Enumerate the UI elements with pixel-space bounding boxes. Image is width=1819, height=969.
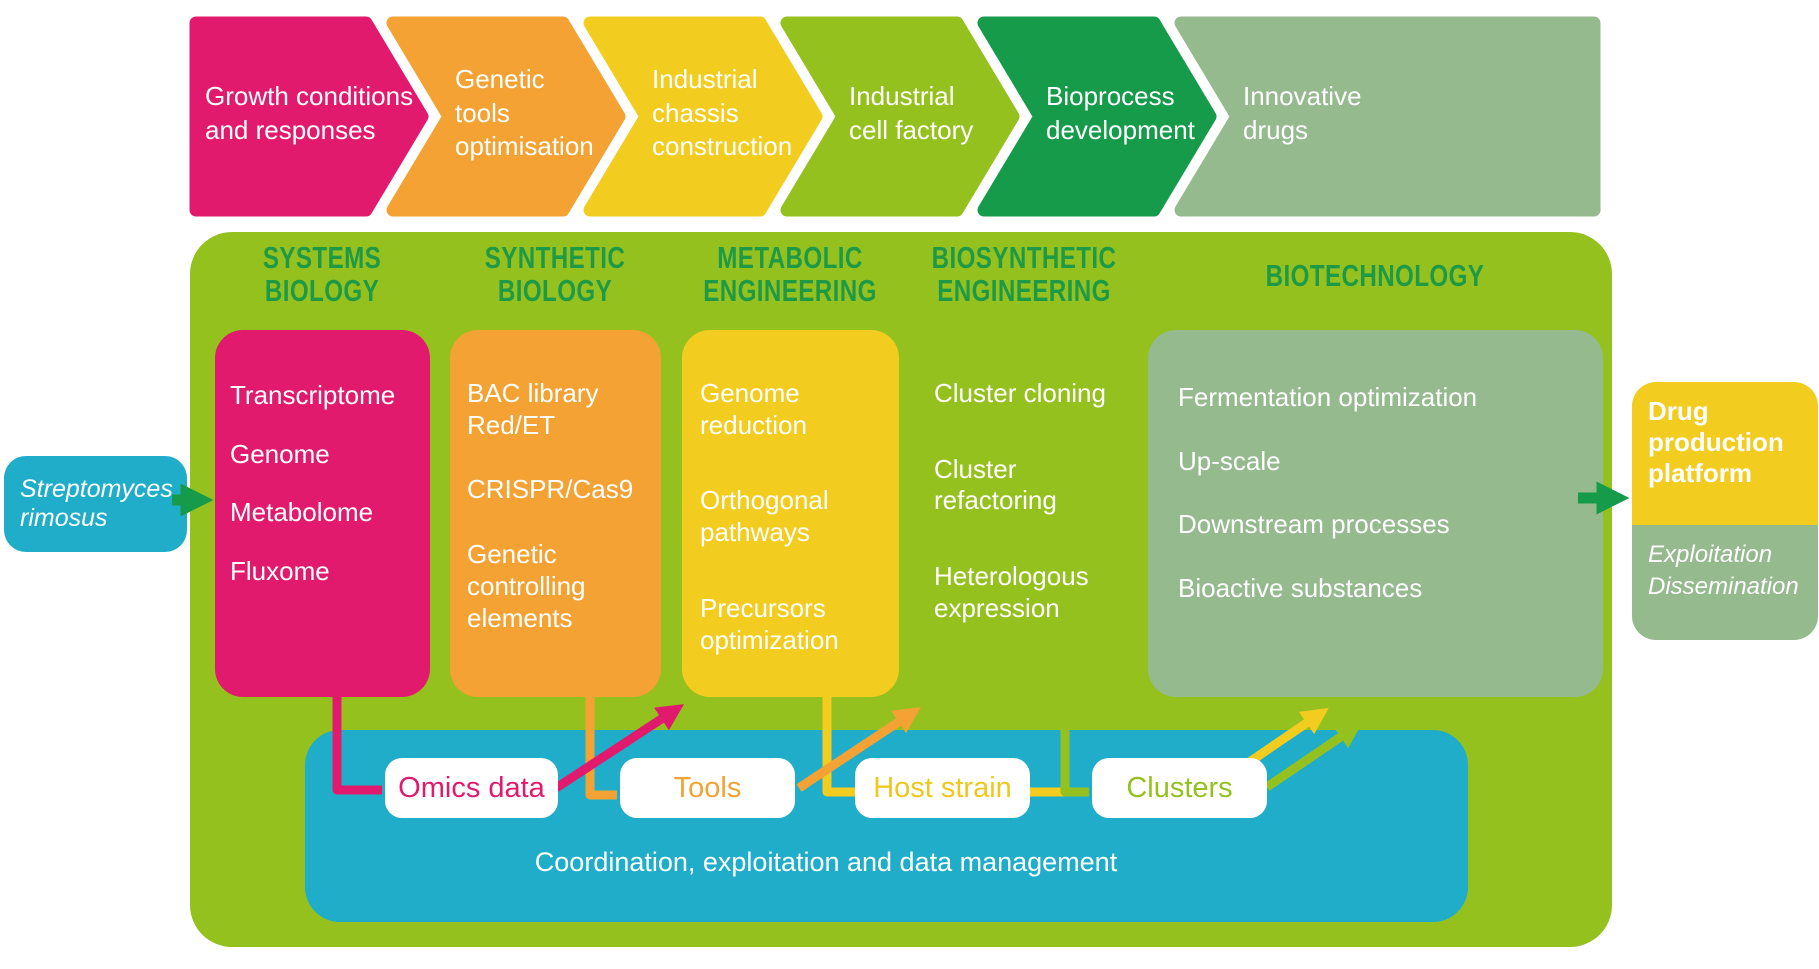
biosynthetic-engineering-list: Cluster cloning Cluster refactoring Hete… [934,378,1139,625]
input-organism-box: Streptomyces rimosus [4,456,187,552]
tools-pill: Tools [620,758,795,818]
list-item: Genetic controlling elements [467,539,586,633]
tools-label: Tools [673,771,742,804]
header-synthetic-biology: SYNTHETIC BIOLOGY [484,240,626,308]
synthetic-biology-box: BAC library Red/ET CRISPR/Cas9 Genetic c… [450,330,661,697]
list-item: Bioactive substances [1178,573,1423,604]
list-item: Fermentation optimization [1178,382,1478,412]
header-biosynthetic-engineering: BIOSYNTHETIC ENGINEERING [931,240,1117,308]
chevron-label-bioprocess-development: Bioprocess development [1046,80,1195,145]
coordination-label: Coordination, exploitation and data mana… [534,847,1118,877]
drug-production-platform-box: Drug production platform [1632,382,1818,525]
list-item: Heterologous expression [934,561,1089,623]
list-item: Orthogonal pathways [700,485,829,548]
list-item: Transcriptome [230,380,396,410]
input-organism-label: Streptomyces rimosus [20,474,173,533]
pipeline-chevrons [189,16,1601,217]
clusters-pill: Clusters [1092,758,1267,818]
chevron-label-innovative-drugs: Innovative drugs [1243,80,1362,145]
host-strain-label: Host strain [873,771,1012,804]
metabolic-engineering-box: Genome reduction Orthogonal pathways Pre… [682,330,899,697]
chevron-innovative-drugs [1174,16,1601,217]
drug-production-platform-label: Drug production platform [1648,396,1784,489]
chevron-growth-conditions [189,16,429,217]
list-item: Metabolome [230,497,374,528]
header-systems-biology: SYSTEMS BIOLOGY [262,240,382,308]
list-item: Downstream processes [1178,509,1450,540]
chevron-label-genetic-tools: Genetic tools optimisation [455,63,594,162]
chevron-industrial-chassis [583,16,823,217]
chevron-label-growth-conditions: Growth conditions and responses [205,80,414,145]
omics-data-label: Omics data [398,771,545,804]
systems-biology-box: Transcriptome Genome Metabolome Fluxome [215,330,430,697]
exploitation-dissemination-box: Exploitation Dissemination [1632,525,1818,640]
list-item: Genome reduction [700,378,807,440]
chevron-genetic-tools [386,16,626,217]
dissemination-label: Dissemination [1648,573,1799,601]
chevron-label-industrial-chassis: Industrial chassis construction [652,63,793,162]
list-item: BAC library Red/ET [467,378,599,440]
header-biotechnology: BIOTECHNOLOGY [1265,258,1485,293]
biotechnology-box: Fermentation optimization Up-scale Downs… [1148,330,1603,697]
list-item: Cluster refactoring [934,453,1057,516]
list-item: Cluster cloning [934,378,1106,408]
list-item: Precursors optimization [700,592,839,655]
host-strain-pill: Host strain [855,758,1030,818]
exploitation-label: Exploitation [1648,541,1773,568]
list-item: Fluxome [230,556,330,587]
chevron-label-industrial-cell-factory: Industrial cell factory [849,80,974,145]
chevron-industrial-cell-factory [780,16,1020,217]
omics-data-pill: Omics data [385,758,558,818]
clusters-label: Clusters [1126,771,1233,804]
header-metabolic-engineering: METABOLIC ENGINEERING [703,240,877,308]
list-item: Up-scale [1178,445,1281,476]
list-item: CRISPR/Cas9 [467,474,634,505]
chevron-bioprocess-development [977,16,1217,217]
list-item: Genome [230,438,330,469]
